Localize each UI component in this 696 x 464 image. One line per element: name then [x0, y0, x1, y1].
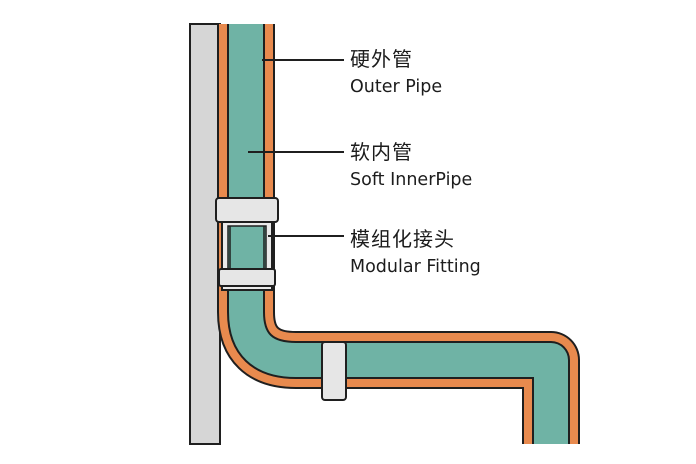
pipe-clamp — [321, 341, 347, 401]
label-outer-pipe-en: Outer Pipe — [350, 77, 443, 97]
label-inner-pipe: 软内管 Soft InnerPipe — [350, 139, 472, 191]
wall — [189, 23, 221, 445]
modular-fitting — [215, 197, 279, 291]
label-outer-pipe-zh: 硬外管 — [350, 47, 413, 71]
label-fitting: 模组化接头 Modular Fitting — [350, 226, 481, 278]
label-inner-pipe-zh: 软内管 — [350, 140, 413, 164]
label-inner-pipe-en: Soft InnerPipe — [350, 170, 473, 190]
label-outer-pipe: 硬外管 Outer Pipe — [350, 46, 442, 98]
label-fitting-zh: 模组化接头 — [350, 227, 455, 251]
label-fitting-en: Modular Fitting — [350, 257, 481, 277]
